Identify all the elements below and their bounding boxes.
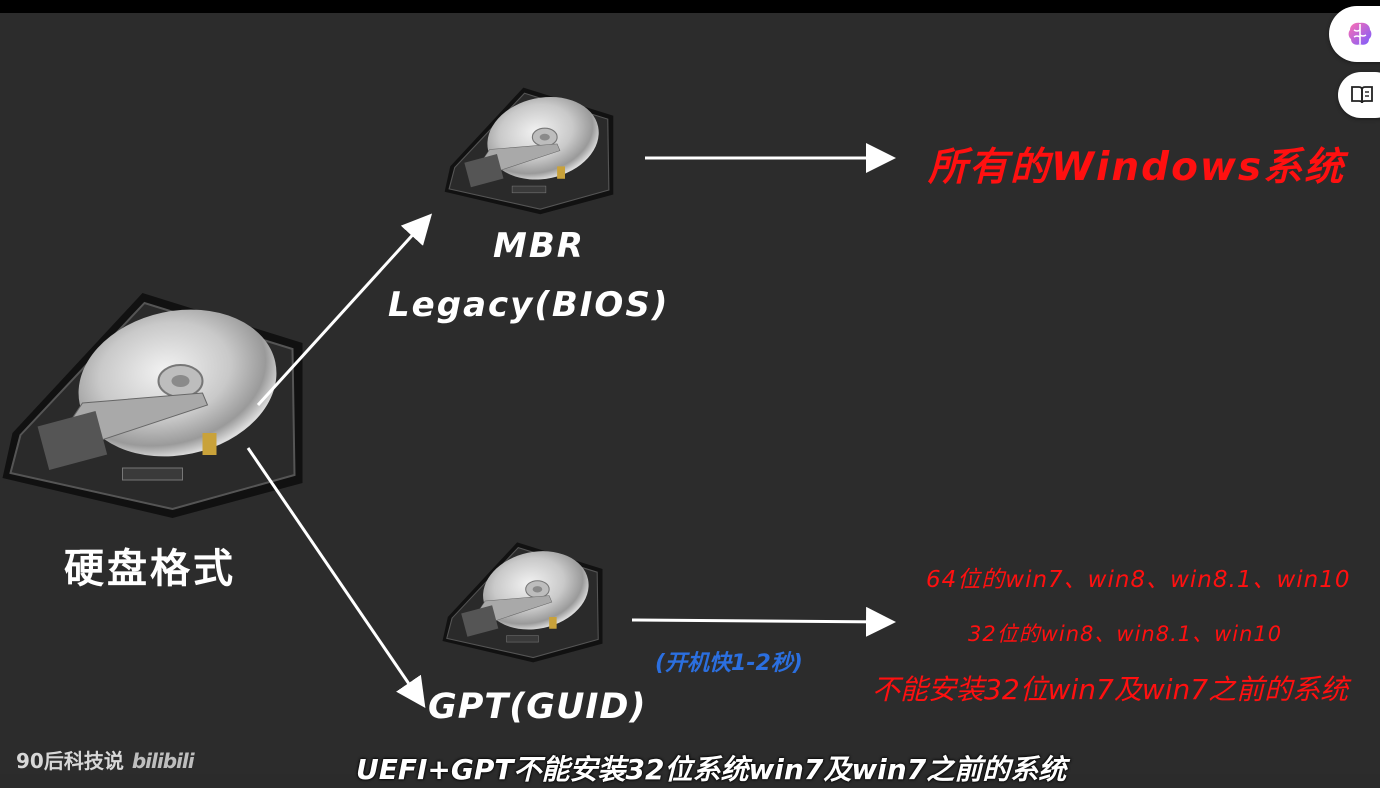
- mbr-title: MBR: [493, 226, 585, 266]
- hard-drive-image-gpt: [440, 537, 605, 665]
- gpt-boot-note: (开机快1-2秒): [655, 651, 803, 676]
- brain-icon: [1348, 22, 1372, 45]
- gpt-result-unsupported: 不能安装32位win7及win7之前的系统: [872, 673, 1349, 706]
- mbr-subtitle: Legacy(BIOS): [388, 285, 670, 325]
- gpt-result-64bit: 64位的win7、win8、win8.1、win10: [926, 567, 1351, 593]
- hard-drive-image: [0, 283, 305, 523]
- mbr-result: 所有的Windows系统: [928, 145, 1346, 190]
- video-top-bar: [0, 0, 1380, 13]
- hard-drive-image-mbr: [440, 82, 618, 217]
- watermark: 90后科技说 bilibili: [16, 745, 195, 774]
- video-subtitle: UEFI+GPT不能安装32位系统win7及win7之前的系统: [356, 753, 1067, 786]
- bilibili-logo: bilibili: [131, 749, 195, 773]
- reader-mode-button[interactable]: [1338, 72, 1380, 118]
- gpt-title: GPT(GUID): [428, 687, 647, 727]
- watermark-channel: 90后科技说: [16, 749, 124, 773]
- book-icon: [1351, 86, 1373, 104]
- gpt-result-32bit: 32位的win8、win8.1、win10: [968, 622, 1283, 646]
- ai-assistant-button[interactable]: [1329, 6, 1380, 62]
- root-label: 硬盘格式: [64, 546, 236, 592]
